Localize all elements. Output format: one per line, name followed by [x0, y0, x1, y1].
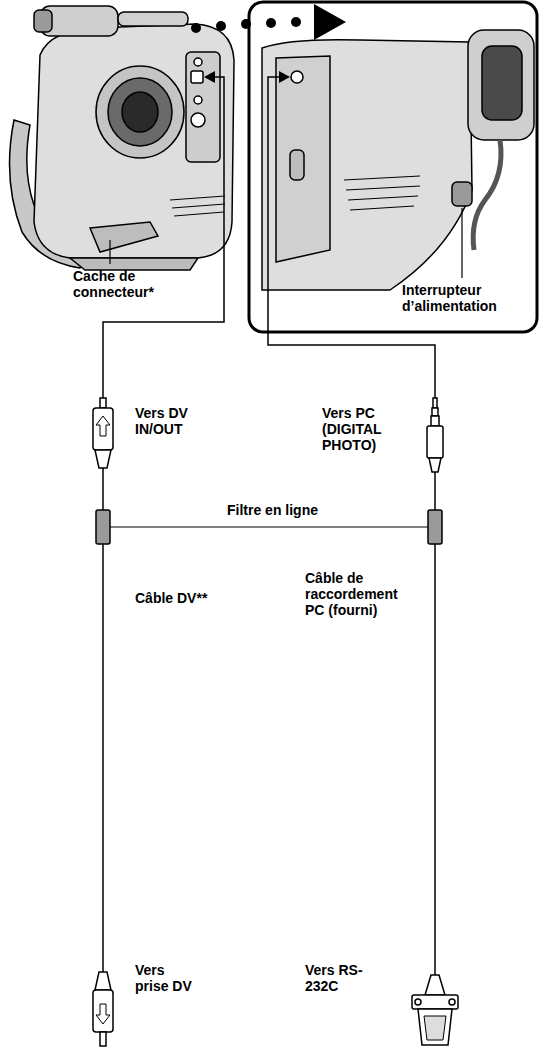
- camcorder-rear: [262, 30, 534, 290]
- top-handle: [118, 12, 188, 26]
- strain-relief: [425, 975, 445, 995]
- arrow-dot: [216, 21, 226, 31]
- camcorder-front: [10, 6, 235, 270]
- lens-glass: [122, 92, 158, 132]
- plug-barrel: [427, 426, 443, 458]
- cable: [102, 544, 104, 972]
- speaker-grille: [344, 176, 420, 210]
- connector-label: Vers DV IN/OUT: [135, 405, 205, 437]
- jack-tip: [433, 398, 437, 408]
- pc-cable: [412, 398, 458, 1045]
- line-filter: [428, 510, 442, 544]
- dv-cable: [93, 398, 113, 1046]
- connector-label: Vers RS-232C: [305, 962, 375, 994]
- strain-relief: [95, 972, 111, 990]
- wire-arrowhead: [279, 71, 290, 83]
- plug-pin: [100, 1032, 106, 1046]
- connector-cover: [90, 222, 158, 252]
- cable: [434, 472, 436, 510]
- camera-body: [34, 24, 234, 258]
- line-filter: [96, 510, 110, 544]
- db9-pins: [424, 1016, 446, 1040]
- part-label: Cache de connecteur*: [73, 268, 168, 300]
- power-switch: [452, 182, 472, 206]
- db9-shell: [412, 995, 458, 1009]
- viewfinder-eyecup: [34, 10, 52, 32]
- cable: [102, 468, 104, 510]
- jack-sleeve: [431, 416, 439, 426]
- strain-relief: [429, 458, 441, 472]
- plug-head: [93, 408, 113, 450]
- power-cord: [473, 140, 501, 250]
- eyepiece-window: [482, 46, 522, 120]
- cable-label: Câble de raccordement PC (fourni): [305, 570, 417, 618]
- dv-jack: [191, 71, 203, 83]
- headphone-jack: [194, 58, 202, 66]
- dv-wire: [103, 77, 224, 398]
- jack-panel: [186, 52, 220, 162]
- inset-frame: [249, 2, 537, 332]
- filter-label: Filtre en ligne: [224, 502, 321, 518]
- plug-arrow-symbol: [96, 1004, 110, 1024]
- view-arrow: [191, 4, 346, 40]
- arrow-dot: [266, 18, 276, 28]
- plug-head: [93, 990, 113, 1032]
- arrow-dot: [191, 23, 201, 33]
- jack-ring: [432, 408, 438, 416]
- wire-arrowhead: [204, 71, 215, 83]
- arrow-dot: [291, 17, 301, 27]
- db9-screw: [449, 999, 455, 1005]
- leader-line: [461, 208, 462, 278]
- part-label: Interrupteur d’alimentation: [402, 282, 520, 314]
- connector-label: Vers PC (DIGITAL PHOTO): [322, 405, 404, 453]
- pc-wire: [268, 77, 435, 398]
- arrow-head: [314, 4, 346, 40]
- eyepiece: [468, 30, 534, 140]
- lens-barrel: [96, 66, 184, 158]
- plug-pin: [100, 398, 106, 408]
- filter-bracket-line: [110, 526, 428, 527]
- db9-connector: [418, 1009, 452, 1045]
- lens-ring: [108, 78, 172, 146]
- db9-screw: [415, 999, 421, 1005]
- speaker-grille: [170, 196, 225, 216]
- rear-panel: [276, 56, 330, 262]
- cable-label: Câble DV**: [135, 590, 207, 606]
- strain-relief: [95, 450, 111, 468]
- rear-body: [262, 40, 472, 290]
- slide-switch: [290, 150, 304, 180]
- connector-label: Vers prise DV: [135, 962, 197, 994]
- leader-line: [109, 240, 110, 264]
- plug-arrow-symbol: [96, 416, 110, 436]
- av-jack: [194, 96, 202, 104]
- s-video-jack: [191, 113, 205, 127]
- cable: [434, 544, 436, 975]
- pc-jack: [291, 71, 303, 83]
